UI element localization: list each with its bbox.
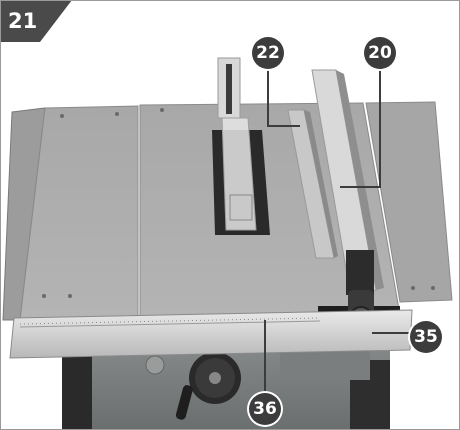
blade-guard bbox=[217, 57, 257, 231]
right-extension-table bbox=[365, 101, 453, 303]
fence-profile bbox=[287, 109, 338, 259]
callout-35: 35 bbox=[410, 321, 442, 353]
guide-rail-scale bbox=[9, 309, 413, 359]
callout-36: 36 bbox=[249, 393, 281, 425]
figure-tab bbox=[0, 0, 72, 42]
table-screws bbox=[42, 106, 435, 298]
figure-number: 21 bbox=[8, 9, 38, 33]
rip-fence bbox=[311, 69, 384, 295]
handwheel bbox=[175, 352, 241, 420]
leader-lines bbox=[264, 63, 410, 395]
callout-20: 20 bbox=[364, 37, 396, 69]
callout-22: 22 bbox=[252, 37, 284, 69]
